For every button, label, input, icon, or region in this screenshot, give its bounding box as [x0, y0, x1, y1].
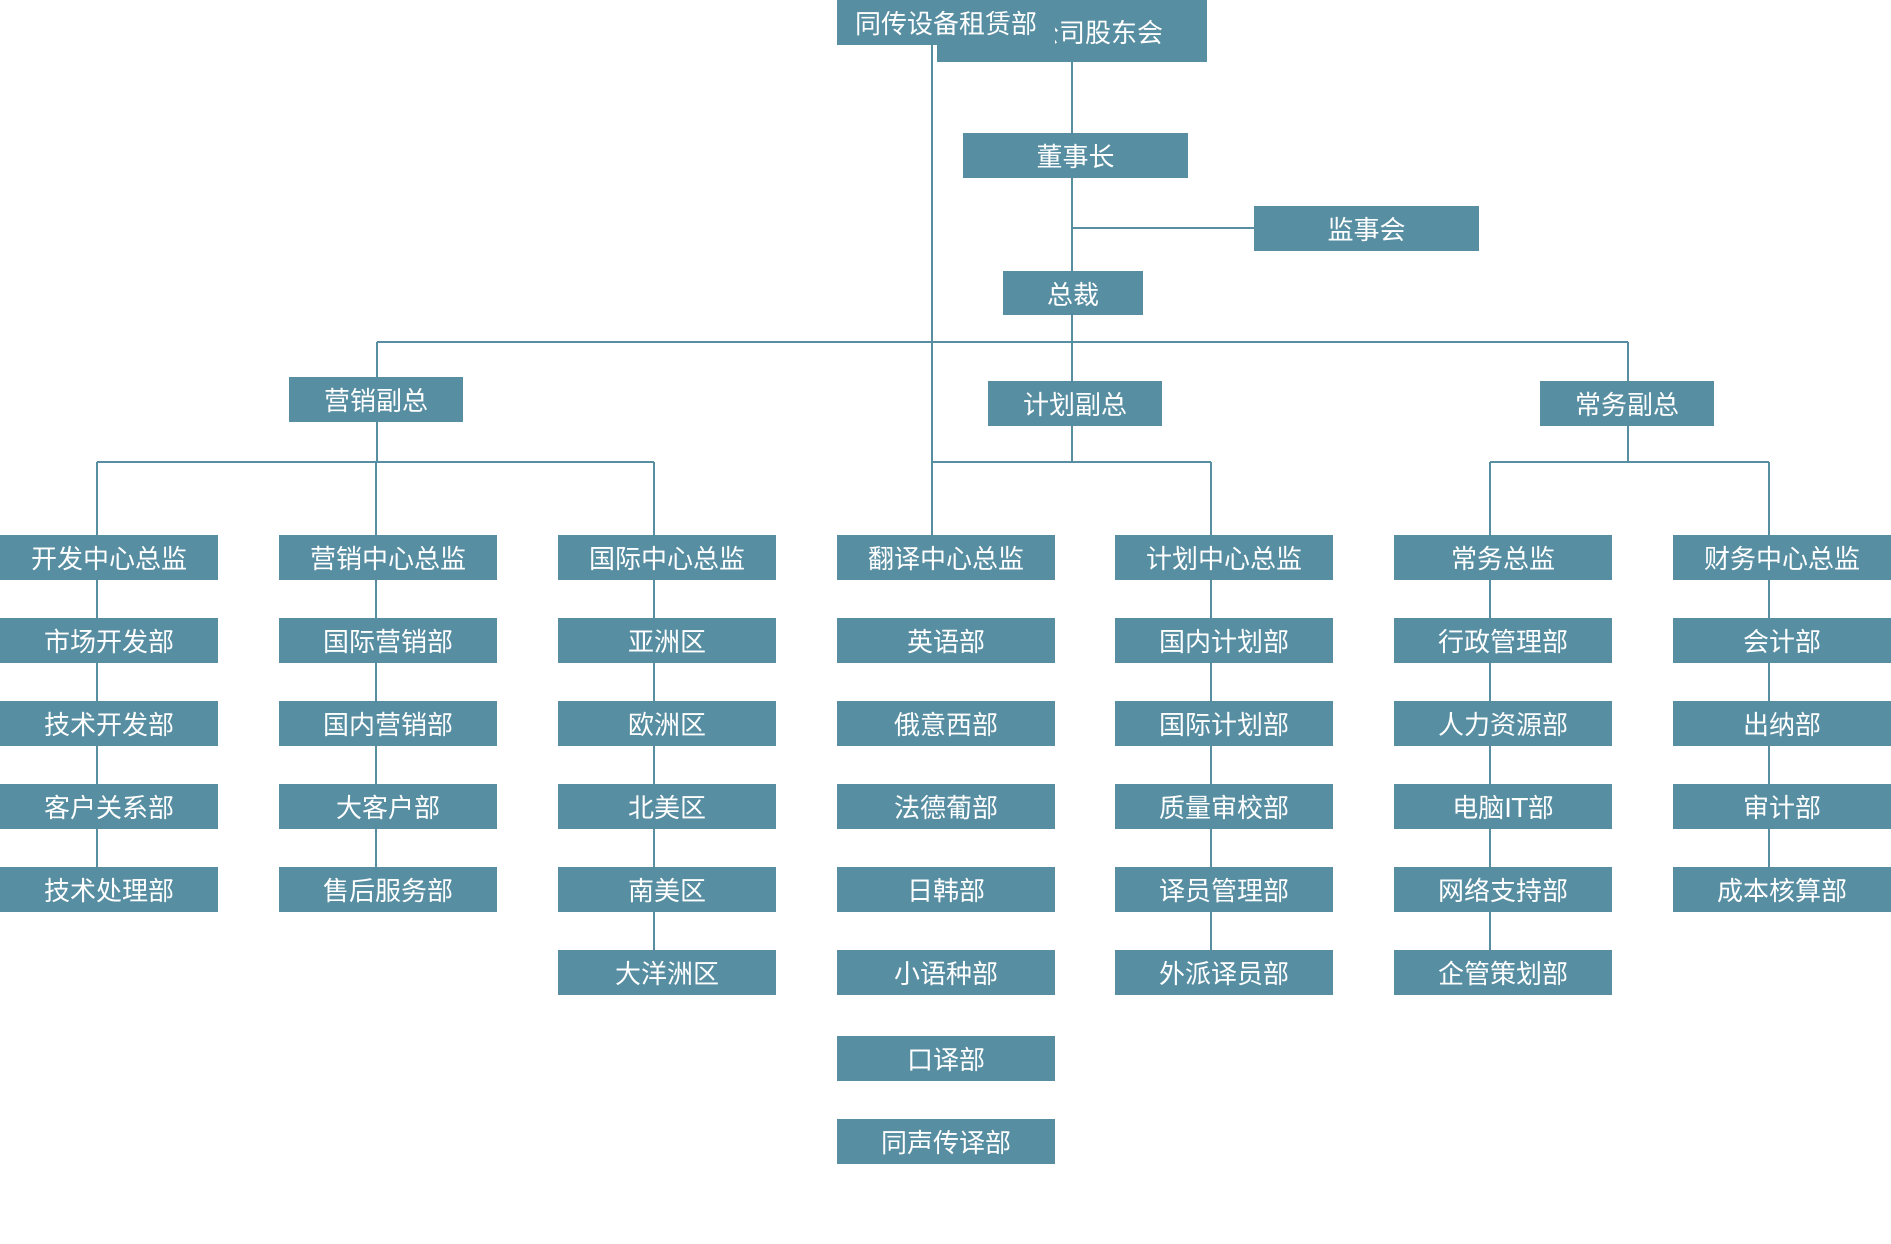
node-dept-3-4: 小语种部: [837, 950, 1055, 995]
node-dept-6-0: 会计部: [1673, 618, 1891, 663]
node-dept-4-1: 国际计划部: [1115, 701, 1333, 746]
node-dept-0-1: 技术开发部: [0, 701, 218, 746]
node-dept-3-1: 俄意西部: [837, 701, 1055, 746]
node-dept-0-2: 客户关系部: [0, 784, 218, 829]
node-dept-3-3: 日韩部: [837, 867, 1055, 912]
node-dept-5-1: 人力资源部: [1394, 701, 1612, 746]
node-director-1: 营销中心总监: [279, 535, 497, 580]
node-dept-2-3: 南美区: [558, 867, 776, 912]
node-director-5: 常务总监: [1394, 535, 1612, 580]
node-dept-2-2: 北美区: [558, 784, 776, 829]
node-chairman: 董事长: [963, 133, 1188, 178]
node-dept-2-1: 欧洲区: [558, 701, 776, 746]
node-director-2: 国际中心总监: [558, 535, 776, 580]
node-dept-5-0: 行政管理部: [1394, 618, 1612, 663]
node-dept-5-2: 电脑IT部: [1394, 784, 1612, 829]
node-vp-planning: 计划副总: [988, 381, 1162, 426]
node-dept-2-0: 亚洲区: [558, 618, 776, 663]
node-dept-6-2: 审计部: [1673, 784, 1891, 829]
node-dept-6-3: 成本核算部: [1673, 867, 1891, 912]
node-dept-3-6: 同声传译部: [837, 1119, 1055, 1164]
node-dept-3-2: 法德葡部: [837, 784, 1055, 829]
node-dept-3-0: 英语部: [837, 618, 1055, 663]
node-dept-1-1: 国内营销部: [279, 701, 497, 746]
node-vp-marketing: 营销副总: [289, 377, 463, 422]
node-director-0: 开发中心总监: [0, 535, 218, 580]
node-vp-executive: 常务副总: [1540, 381, 1714, 426]
node-director-3: 翻译中心总监: [837, 535, 1055, 580]
node-president: 总裁: [1003, 271, 1143, 315]
node-director-6: 财务中心总监: [1673, 535, 1891, 580]
node-dept-5-4: 企管策划部: [1394, 950, 1612, 995]
node-dept-1-2: 大客户部: [279, 784, 497, 829]
node-dept-3-7: 同传设备租赁部: [837, 0, 1055, 45]
node-dept-4-0: 国内计划部: [1115, 618, 1333, 663]
node-dept-4-2: 质量审校部: [1115, 784, 1333, 829]
node-dept-6-1: 出纳部: [1673, 701, 1891, 746]
node-dept-0-3: 技术处理部: [0, 867, 218, 912]
node-dept-3-5: 口译部: [837, 1036, 1055, 1081]
node-dept-0-0: 市场开发部: [0, 618, 218, 663]
node-dept-4-3: 译员管理部: [1115, 867, 1333, 912]
node-dept-1-3: 售后服务部: [279, 867, 497, 912]
node-dept-5-3: 网络支持部: [1394, 867, 1612, 912]
node-director-4: 计划中心总监: [1115, 535, 1333, 580]
node-dept-2-4: 大洋洲区: [558, 950, 776, 995]
node-dept-1-0: 国际营销部: [279, 618, 497, 663]
node-dept-4-4: 外派译员部: [1115, 950, 1333, 995]
node-supervisory-board: 监事会: [1254, 206, 1479, 251]
